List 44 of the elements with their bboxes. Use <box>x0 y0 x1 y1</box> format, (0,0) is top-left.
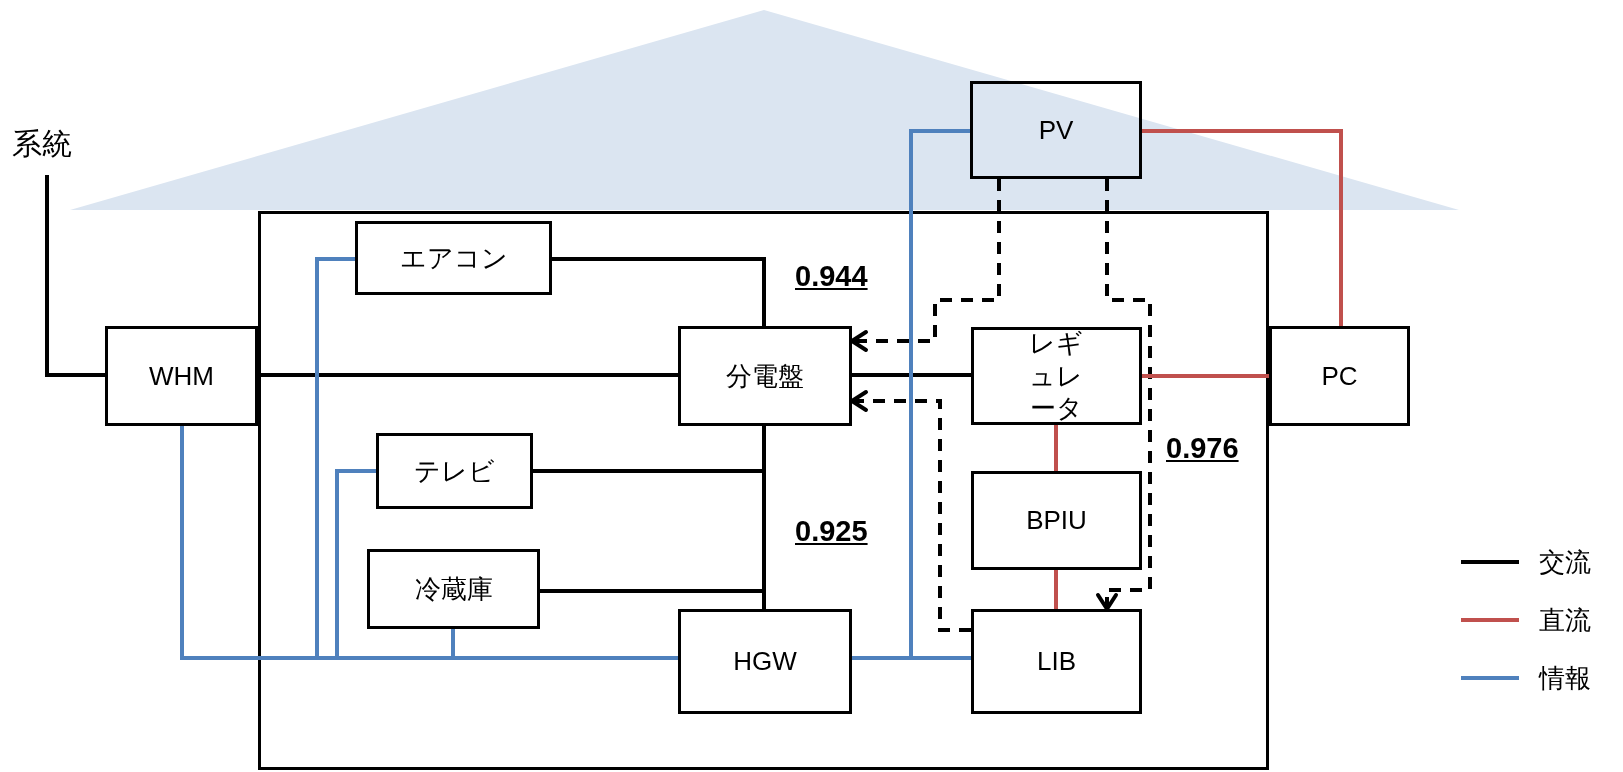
box-label: レギュレータ <box>1028 327 1085 425</box>
connector-line <box>852 656 971 660</box>
process-box <box>970 81 1142 179</box>
connector-line <box>258 373 678 377</box>
process-box <box>355 221 552 295</box>
connector-line <box>1142 129 1343 326</box>
legend-label: 直流 <box>1539 603 1591 637</box>
connector-line <box>45 175 105 377</box>
connector-line <box>852 373 971 377</box>
arrow <box>1096 179 1152 611</box>
box-label: PC <box>1320 359 1359 393</box>
efficiency-value: 0.925 <box>795 514 868 549</box>
efficiency-value: 0.944 <box>795 259 868 294</box>
arrow <box>850 179 1001 352</box>
box-label: WHM <box>148 359 215 393</box>
box-label: PV <box>1037 113 1075 147</box>
box-label: エアコン <box>398 241 509 275</box>
connector-line <box>552 257 766 326</box>
connector-line <box>1054 570 1058 609</box>
box-label: LIB <box>1036 645 1077 678</box>
box-label: 分電盤 <box>725 359 805 393</box>
process-box <box>678 609 852 714</box>
arrow <box>850 390 971 632</box>
connector-line <box>1142 374 1269 378</box>
process-box <box>105 326 258 426</box>
efficiency-value: 0.976 <box>1166 431 1239 466</box>
connector-line <box>1054 425 1058 471</box>
process-box <box>971 327 1142 425</box>
process-box <box>376 433 533 509</box>
legend-label: 情報 <box>1539 661 1591 695</box>
node-label: 系統 <box>12 125 84 175</box>
legend-label: 交流 <box>1539 545 1591 579</box>
box-label: HGW <box>732 645 798 678</box>
connector-line <box>451 629 678 660</box>
box-label: BPIU <box>1025 504 1088 537</box>
process-box <box>1269 326 1410 426</box>
box-label: 冷蔵庫 <box>413 572 494 606</box>
connector-line <box>762 426 766 609</box>
process-box <box>678 326 852 426</box>
process-box <box>971 471 1142 570</box>
box-label: テレビ <box>413 454 496 488</box>
house-outline <box>258 211 1269 770</box>
process-box <box>971 609 1142 714</box>
process-box <box>367 549 540 629</box>
